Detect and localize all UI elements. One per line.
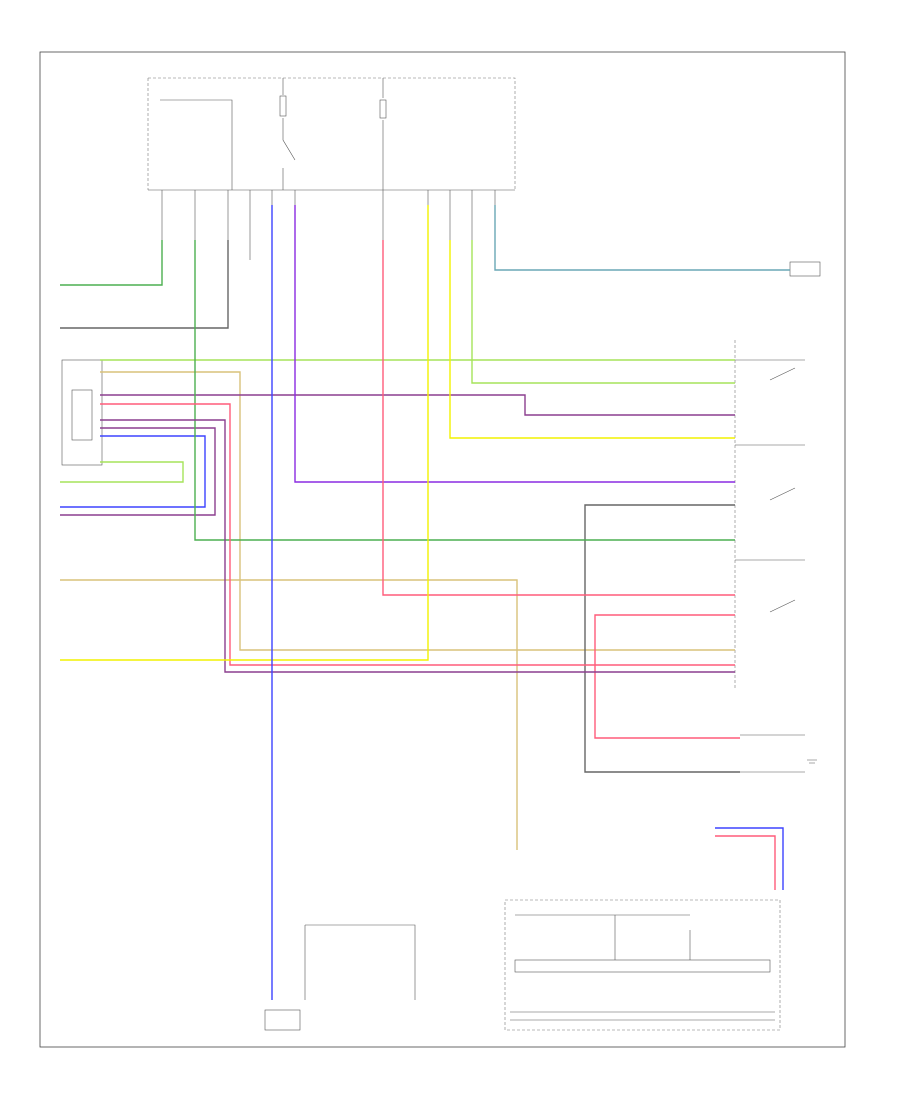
wire-pink-3 bbox=[100, 403, 735, 666]
wire-pink-2 bbox=[594, 614, 740, 739]
wire-green bbox=[60, 240, 163, 286]
battery-unit bbox=[504, 899, 781, 1031]
wire-blue-2 bbox=[60, 435, 206, 508]
body-ground-block bbox=[264, 924, 416, 1031]
top-connector-pins bbox=[161, 190, 496, 260]
wire-blue-dc bbox=[715, 827, 784, 890]
wire-pink-1 bbox=[382, 240, 735, 596]
wire-yellow-1 bbox=[449, 240, 735, 439]
hybrid-unit-connector bbox=[61, 359, 103, 466]
wire-violet bbox=[294, 205, 735, 483]
wire-light-green-3 bbox=[60, 461, 184, 483]
wire-tan-1 bbox=[100, 371, 735, 651]
relay-cluster bbox=[734, 340, 805, 690]
wire-purple-1 bbox=[100, 394, 735, 416]
wire-black-left bbox=[60, 240, 229, 329]
diagram-frame bbox=[39, 51, 846, 1048]
wire-pink-dc bbox=[715, 835, 776, 890]
wire-black-right bbox=[584, 504, 740, 773]
inverter-ecu bbox=[740, 261, 821, 773]
wire-yellow-2 bbox=[60, 205, 429, 661]
wire-tan-2 bbox=[60, 579, 518, 850]
wire-purple-3 bbox=[100, 419, 735, 673]
ground-symbol bbox=[807, 759, 817, 764]
wire-teal bbox=[494, 205, 790, 271]
wire-green-2 bbox=[194, 240, 735, 541]
wires bbox=[60, 205, 790, 1000]
fuse-relay-box bbox=[147, 77, 516, 191]
wire-light-green-2 bbox=[471, 240, 735, 384]
wire-purple-2 bbox=[60, 427, 216, 516]
